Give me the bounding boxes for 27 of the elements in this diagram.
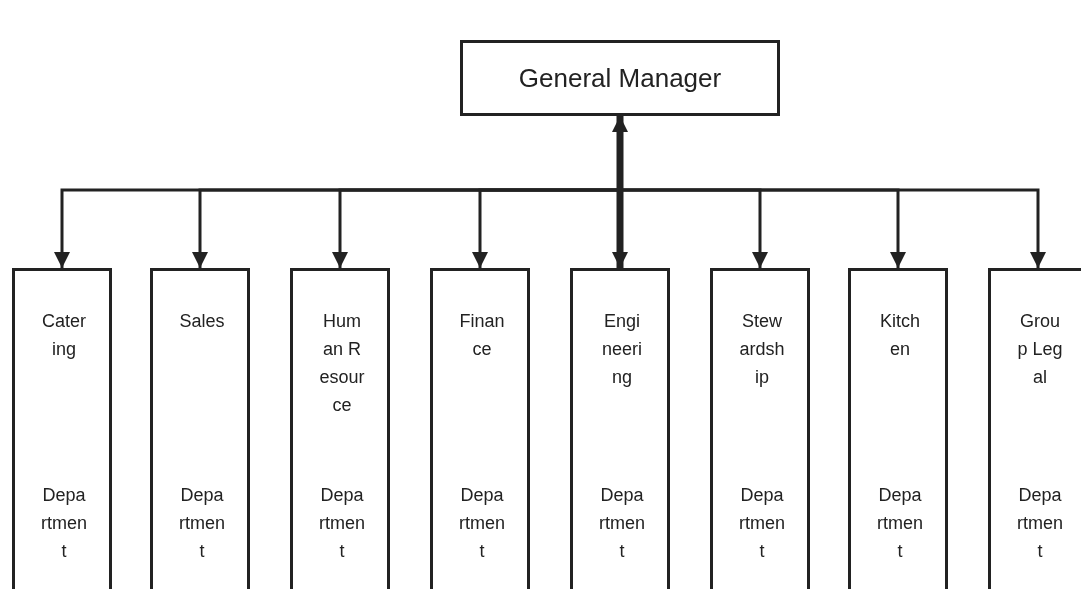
department-name: Department bbox=[459, 484, 505, 563]
department-name: Engineering bbox=[601, 310, 643, 389]
department-name: Stewardship bbox=[739, 310, 785, 389]
department-name: Department bbox=[1017, 484, 1063, 563]
connector-arrow bbox=[612, 116, 628, 268]
department-name: Department bbox=[877, 484, 923, 563]
department-box bbox=[150, 268, 250, 589]
department-box bbox=[570, 268, 670, 589]
department-name: Department bbox=[179, 484, 225, 563]
department-name: Sales bbox=[179, 310, 225, 333]
department-name: Department bbox=[41, 484, 87, 563]
department-name: Department bbox=[319, 484, 365, 563]
department-box bbox=[12, 268, 112, 589]
department-name: Catering bbox=[41, 310, 87, 361]
department-name: Kitchen bbox=[879, 310, 921, 361]
department-name: Finance bbox=[459, 310, 505, 361]
department-box bbox=[430, 268, 530, 589]
department-box bbox=[848, 268, 948, 589]
department-name: Department bbox=[599, 484, 645, 563]
department-box bbox=[710, 268, 810, 589]
department-box bbox=[290, 268, 390, 589]
manager-box bbox=[460, 40, 780, 116]
department-box bbox=[988, 268, 1081, 589]
department-name: Human Resource bbox=[319, 310, 365, 417]
department-name: Department bbox=[739, 484, 785, 563]
box-title: General Manager bbox=[518, 62, 722, 94]
department-name: Group Legal bbox=[1017, 310, 1063, 389]
